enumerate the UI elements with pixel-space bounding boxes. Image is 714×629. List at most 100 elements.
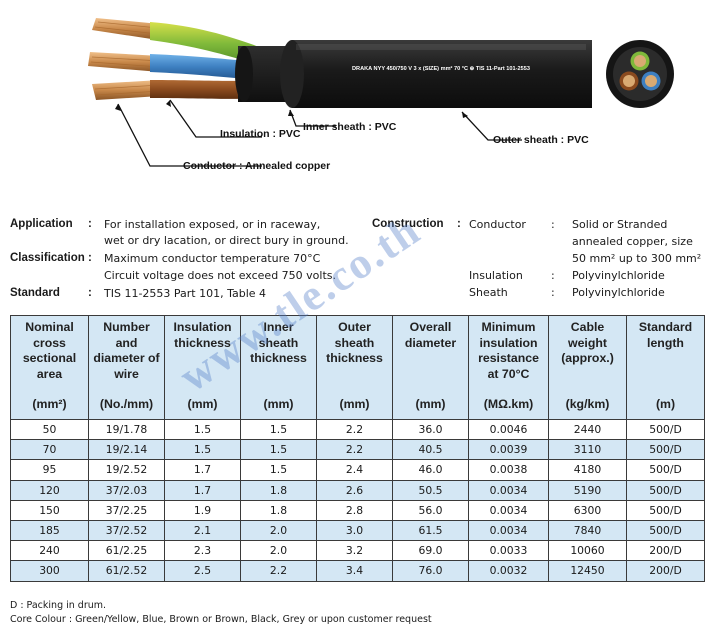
table-cell: 500/D (626, 418, 705, 441)
col-header-resistance: Minimum insulation resistance at 70°C(MΩ… (468, 315, 549, 420)
table-cell: 0.0038 (468, 459, 549, 481)
conductor-value-line3: 50 mm² up to 300 mm² (572, 252, 702, 265)
table-cell: 300 (10, 560, 89, 582)
table-cell: 1.8 (240, 499, 317, 521)
table-cell: 70 (10, 439, 89, 461)
col-header-insulation: Insulation thickness(mm) (164, 315, 241, 420)
conductor-value-line2: annealed copper, size (572, 235, 693, 248)
table-cell: 95 (10, 459, 89, 481)
table-cell: 200/D (626, 540, 705, 562)
sheath-separator: : (551, 286, 555, 299)
table-cell: 1.5 (164, 418, 241, 441)
table-cell: 2.8 (316, 499, 393, 521)
conductor-callout: Conductor : Annealed copper (183, 160, 331, 172)
table-cell: 240 (10, 540, 89, 562)
conductor-value-line1: Solid or Stranded (572, 218, 668, 231)
table-cell: 0.0033 (468, 540, 549, 562)
table-cell: 4180 (548, 459, 627, 481)
table-cell: 2.1 (164, 519, 241, 542)
copper-conductors (88, 18, 161, 100)
table-cell: 1.5 (164, 439, 241, 461)
col-header-weight: Cable weight (approx.)(kg/km) (548, 315, 627, 420)
table-cell: 2.0 (240, 519, 317, 542)
table-cell: 19/2.52 (88, 459, 165, 481)
table-cell: 0.0034 (468, 479, 549, 501)
table-cell: 19/2.14 (88, 439, 165, 461)
col-header-outer-sheath: Outer sheath thickness(mm) (316, 315, 393, 420)
table-cell: 69.0 (392, 540, 469, 562)
table-cell: 36.0 (392, 418, 469, 441)
table-cell: 1.5 (240, 418, 317, 441)
table-cell: 0.0039 (468, 439, 549, 461)
table-cell: 2.3 (164, 540, 241, 562)
table-cell: 500/D (626, 519, 705, 542)
table-cell: 2.4 (316, 459, 393, 481)
packing-note: D : Packing in drum. (10, 600, 107, 611)
table-cell: 2.2 (240, 560, 317, 582)
application-value-line2: wet or dry lacation, or direct bury in g… (104, 234, 349, 247)
classification-separator: : (88, 252, 92, 264)
table-cell: 61.5 (392, 519, 469, 542)
table-cell: 37/2.25 (88, 499, 165, 521)
table-cell: 12450 (548, 560, 627, 582)
col-header-wire: Number and diameter of wire(No./mm) (88, 315, 165, 420)
table-cell: 2440 (548, 418, 627, 441)
conductor-separator: : (551, 218, 555, 231)
core-blue (150, 54, 262, 80)
table-cell: 61/2.25 (88, 540, 165, 562)
sheath-value: Polyvinylchloride (572, 286, 665, 299)
table-cell: 500/D (626, 479, 705, 501)
table-cell: 500/D (626, 439, 705, 461)
core-green-yellow (150, 22, 262, 66)
conductor-label: Conductor (469, 218, 526, 231)
table-cell: 1.9 (164, 499, 241, 521)
table-cell: 3.4 (316, 560, 393, 582)
sheath-label: Sheath (469, 286, 508, 299)
table-cell: 3.0 (316, 519, 393, 542)
inner-sheath-callout: Inner sheath : PVC (303, 121, 397, 133)
table-cell: 200/D (626, 560, 705, 582)
table-cell: 5190 (548, 479, 627, 501)
classification-label: Classification (10, 252, 85, 264)
table-cell: 2.2 (316, 439, 393, 461)
table-cell: 40.5 (392, 439, 469, 461)
table-cell: 37/2.52 (88, 519, 165, 542)
table-cell: 1.5 (240, 459, 317, 481)
standard-separator: : (88, 287, 92, 299)
insulation-separator: : (551, 269, 555, 282)
table-cell: 46.0 (392, 459, 469, 481)
table-cell: 7840 (548, 519, 627, 542)
col-header-area: Nominal cross sectional area(mm²) (10, 315, 89, 420)
application-label: Application (10, 218, 73, 230)
table-cell: 61/2.52 (88, 560, 165, 582)
table-cell: 37/2.03 (88, 479, 165, 501)
table-cell: 500/D (626, 499, 705, 521)
table-cell: 2.5 (164, 560, 241, 582)
spec-block: Application : For installation exposed, … (10, 216, 710, 306)
outer-sheath-callout: Outer sheath : PVC (493, 134, 589, 146)
table-cell: 0.0034 (468, 519, 549, 542)
table-cell: 6300 (548, 499, 627, 521)
table-cell: 1.5 (240, 439, 317, 461)
construction-label: Construction (372, 218, 444, 230)
application-separator: : (88, 218, 92, 230)
core-colour-note: Core Colour : Green/Yellow, Blue, Brown … (10, 614, 432, 625)
cable-spec-table: Nominal cross sectional area(mm²) Number… (10, 315, 705, 582)
application-value-line1: For installation exposed, or in raceway, (104, 218, 321, 231)
outer-sheath (280, 40, 592, 108)
cable-printed-legend: DRAKA NYY 450/750 V 3 x (SIZE) mm² 70 °C… (352, 66, 530, 72)
table-cell: 50 (10, 418, 89, 441)
table-cell: 10060 (548, 540, 627, 562)
cable-illustration (88, 18, 674, 167)
col-header-length: Standard length(m) (626, 315, 705, 420)
standard-value: TIS 11-2553 Part 101, Table 4 (104, 287, 267, 300)
table-cell: 0.0032 (468, 560, 549, 582)
table-cell: 185 (10, 519, 89, 542)
table-cell: 2.2 (316, 418, 393, 441)
table-cell: 1.7 (164, 459, 241, 481)
